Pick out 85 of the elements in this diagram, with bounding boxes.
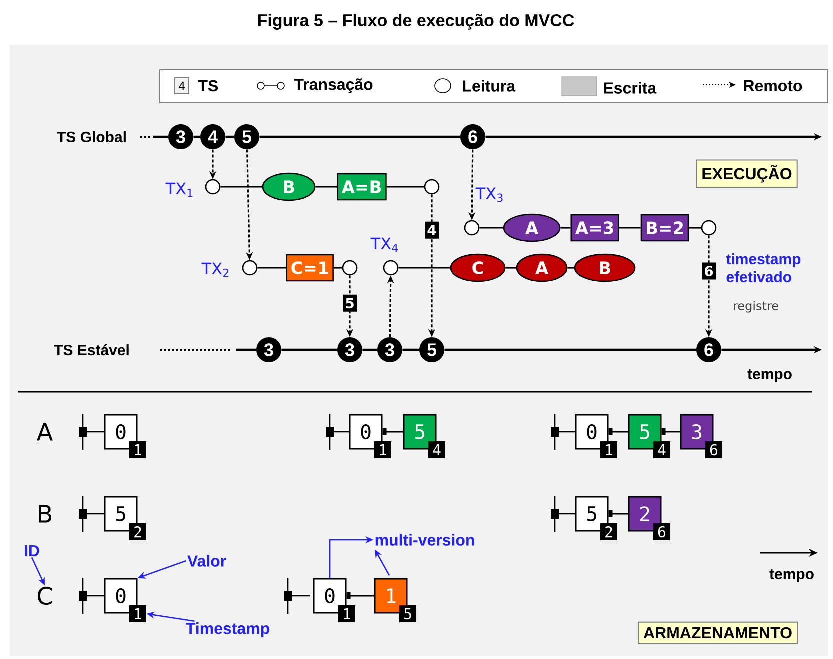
axis-label: tempo <box>770 570 814 582</box>
connector <box>194 136 200 138</box>
connector <box>608 428 628 436</box>
row-label: C <box>38 586 52 606</box>
legend-label: Leitura <box>463 80 516 92</box>
label-text: TS Global <box>57 132 126 142</box>
version-box: 2 6 <box>628 496 670 540</box>
timestamp-label: 4 <box>425 222 439 239</box>
section-tag: ARMAZENAMENTO <box>638 622 798 644</box>
label-text: TS Estável <box>54 344 129 356</box>
connector <box>398 267 450 269</box>
node-label: 1 <box>135 608 142 620</box>
annotation-text: Timestamp <box>186 622 270 638</box>
transaction-label: TX$_{3}$ <box>476 188 503 202</box>
connector <box>560 227 571 229</box>
version-box: 0 1 <box>575 414 618 458</box>
version-box: 0 1 <box>104 414 146 458</box>
node-label: 6 <box>710 444 718 456</box>
version-box: 5 4 <box>628 414 670 458</box>
connector <box>382 428 404 436</box>
section-tag: EXECUÇÃO <box>696 160 798 188</box>
connector <box>260 136 460 138</box>
row-label: A <box>36 423 53 441</box>
connector <box>346 592 374 600</box>
node-label: 1 <box>606 444 613 456</box>
axis-label: tempo <box>748 370 792 382</box>
connector <box>258 267 286 269</box>
node-label: 6 <box>658 526 666 538</box>
transaction-endpoint <box>424 179 440 195</box>
connector <box>608 510 628 518</box>
version-box: 5 2 <box>104 496 146 540</box>
version-box: 0 1 <box>313 578 356 622</box>
transaction-label: TX$_{4}$ <box>370 238 398 252</box>
note-text: registre <box>734 301 778 313</box>
version-box: 0 1 <box>349 414 392 458</box>
connector <box>662 428 680 436</box>
node-label: 1 <box>135 444 142 456</box>
connector <box>444 348 696 352</box>
connector <box>153 136 168 138</box>
connector <box>402 348 420 352</box>
write-box: B=2 <box>640 214 690 242</box>
legend-label: Escrita <box>604 82 657 94</box>
connector <box>568 267 574 269</box>
legend-label: TS <box>198 80 218 92</box>
connector <box>236 348 256 352</box>
transaction-endpoint <box>342 260 358 276</box>
connector <box>334 267 342 269</box>
legend-label: Transação <box>294 78 373 94</box>
write-box: C=1 <box>286 254 334 282</box>
write-box: A=B <box>337 173 387 201</box>
annotation-text: Valor <box>188 555 226 567</box>
legend-sample: 4 <box>174 78 190 94</box>
connector <box>506 267 516 269</box>
connector <box>282 348 338 352</box>
connector <box>316 186 338 188</box>
version-box: 5 4 <box>403 414 446 458</box>
node-label: 4 <box>658 444 666 456</box>
annotation-text: multi-version <box>376 534 474 546</box>
connector <box>226 136 234 138</box>
node-label: 4 <box>433 444 441 456</box>
connector <box>619 227 641 229</box>
node-label: 1 <box>344 608 350 620</box>
version-box: 1 5 <box>374 578 416 622</box>
write-box: A=3 <box>570 214 620 242</box>
legend-label: Remoto <box>744 80 802 92</box>
connector <box>362 348 378 352</box>
node-label: 1 <box>380 444 386 456</box>
annotation-text: ID <box>25 546 40 556</box>
connector <box>220 186 262 188</box>
annotation-text: timestamp efetivado <box>726 254 801 282</box>
node-label: 2 <box>134 526 142 538</box>
node-label: 5 <box>404 608 412 620</box>
transaction-label: TX$_{1}$ <box>166 182 193 198</box>
transaction-label: TX$_{2}$ <box>202 262 229 278</box>
version-box: 0 1 <box>104 578 146 622</box>
version-box: 5 2 <box>575 496 618 540</box>
connector <box>386 186 424 188</box>
timestamp-label: 6 <box>702 262 716 280</box>
timestamp-label: 5 <box>343 294 357 312</box>
figure-title: Figura 5 – Fluxo de execução do MVCC <box>258 14 574 30</box>
version-box: 3 6 <box>680 414 722 458</box>
connector <box>689 227 702 229</box>
row-label: B <box>39 505 52 523</box>
node-label: 2 <box>606 526 612 538</box>
connector <box>480 227 504 229</box>
